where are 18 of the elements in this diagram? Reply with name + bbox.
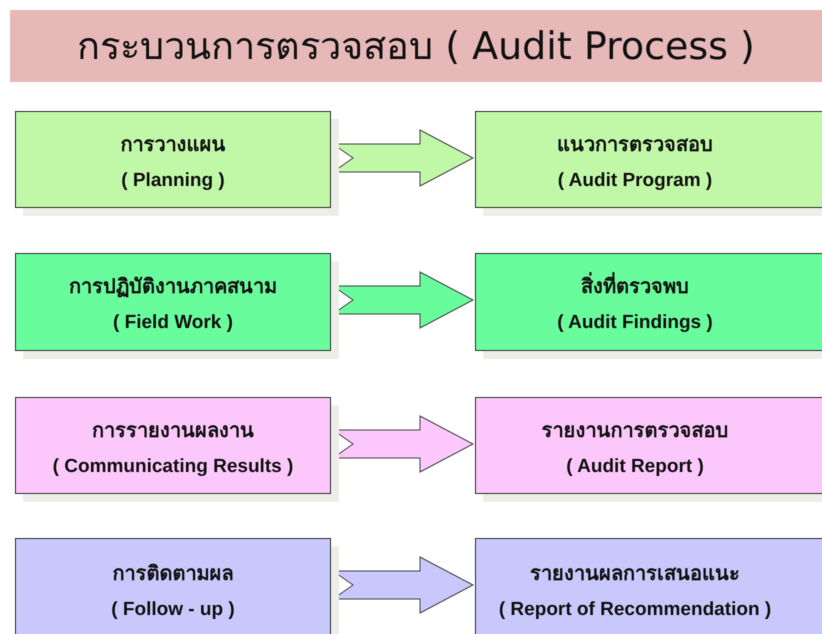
box-subtitle: ( Audit Program ) bbox=[558, 170, 712, 192]
box-subtitle: ( Communicating Results ) bbox=[52, 456, 294, 478]
box-subtitle: ( Planning ) bbox=[121, 170, 225, 192]
box-subtitle: ( Report of Recommendation ) bbox=[498, 599, 772, 621]
box-heading: การวางแผน bbox=[120, 130, 226, 158]
box-subtitle: ( Audit Report ) bbox=[566, 456, 704, 478]
box-subtitle: ( Field Work ) bbox=[113, 312, 233, 334]
title: กระบวนการตรวจสอบ ( Audit Process ) bbox=[10, 10, 822, 82]
box-heading: การปฏิบัติงานภาคสนาม bbox=[69, 273, 277, 300]
box-heading: รายงานการตรวจสอบ bbox=[542, 416, 728, 444]
box-heading: การรายงานผลงาน bbox=[92, 416, 254, 444]
box-heading: รายงานผลการเสนอแนะ bbox=[530, 560, 740, 587]
box-subtitle: ( Follow - up ) bbox=[111, 599, 235, 621]
box-heading: การติดตามผล bbox=[112, 560, 234, 587]
box-heading: สิ่งที่ตรวจพบ bbox=[581, 271, 689, 300]
box-subtitle: ( Audit Findings ) bbox=[557, 312, 713, 334]
process-box bbox=[475, 538, 822, 634]
box-heading: แนวการตรวจสอบ bbox=[557, 130, 713, 158]
